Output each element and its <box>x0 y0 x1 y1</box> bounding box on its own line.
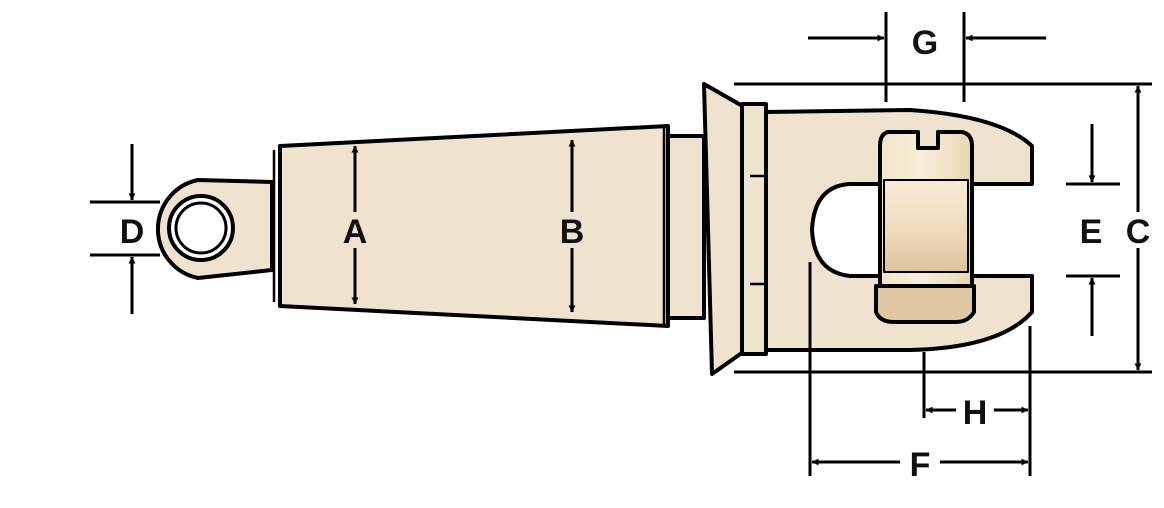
label-d: D <box>120 213 145 251</box>
label-g: G <box>912 24 938 62</box>
label-b: B <box>560 213 585 251</box>
clevis-pin <box>874 130 976 324</box>
label-e: E <box>1080 213 1103 251</box>
flange-ring <box>740 102 768 356</box>
label-h: H <box>963 394 988 432</box>
eye-hole <box>167 194 235 262</box>
neck-collar <box>666 134 706 320</box>
flange <box>702 82 748 376</box>
label-a: A <box>343 213 368 251</box>
label-c: C <box>1126 213 1151 251</box>
label-f: F <box>910 446 931 484</box>
